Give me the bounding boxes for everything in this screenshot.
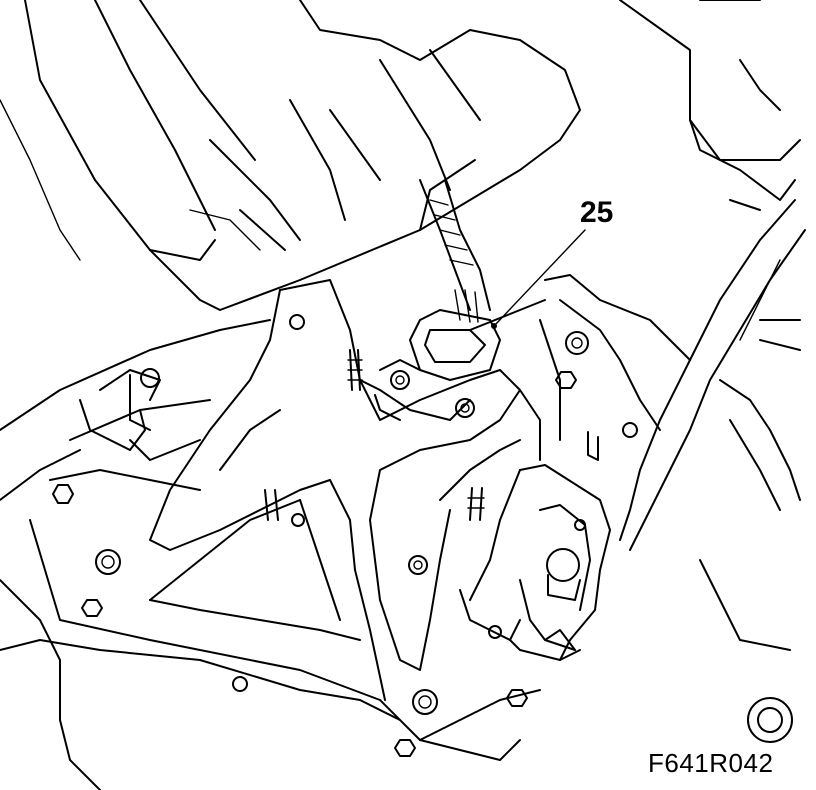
left-mount-panel xyxy=(0,319,401,790)
right-console xyxy=(619,0,806,651)
lower-right-bracket xyxy=(469,464,611,661)
connector-harness xyxy=(359,179,501,421)
x-brace-bracket xyxy=(29,274,691,761)
fasteners xyxy=(52,314,793,757)
callout-label: 25 xyxy=(580,196,614,229)
callout-leader xyxy=(491,229,586,329)
figure-reference: F641R042 xyxy=(648,748,774,778)
upper-trim-panel xyxy=(0,0,581,311)
